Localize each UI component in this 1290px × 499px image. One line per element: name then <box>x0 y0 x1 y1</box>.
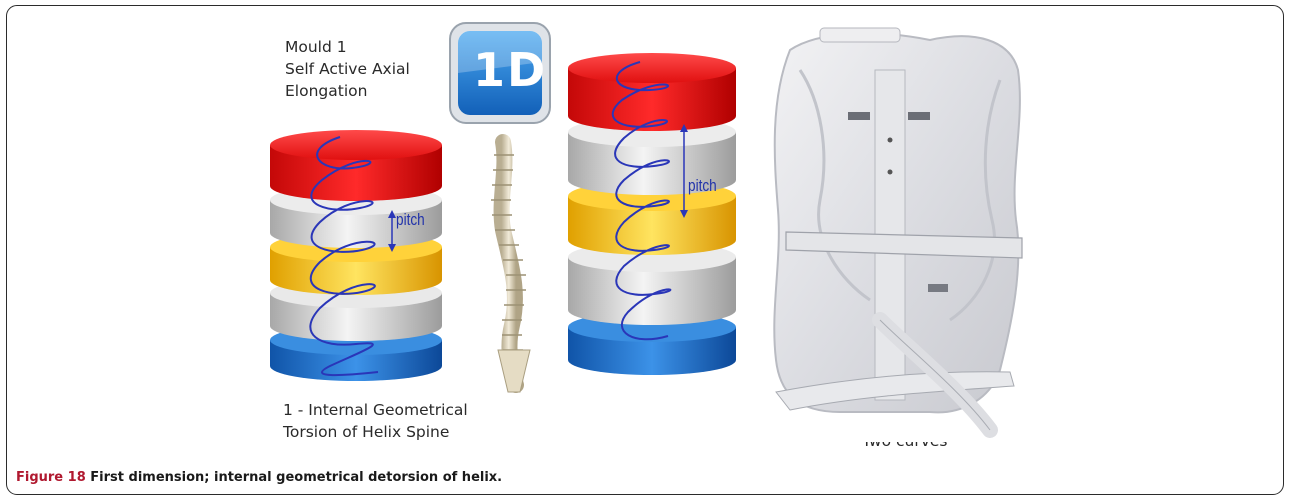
right-disk-stack <box>568 53 736 375</box>
caption-text: First dimension; internal geometrical de… <box>90 470 502 485</box>
badge-text: 1D <box>473 43 547 97</box>
left-disk-stack <box>270 130 442 381</box>
figure-label: Figure 18 <box>16 470 86 485</box>
left-pitch-label: pitch <box>396 210 425 230</box>
brace-illustration <box>752 22 1032 442</box>
figure-illustration <box>262 10 1042 455</box>
spine-illustration <box>491 142 530 392</box>
figure-caption: Figure 18 First dimension; internal geom… <box>16 470 502 485</box>
right-pitch-label: pitch <box>688 176 717 196</box>
